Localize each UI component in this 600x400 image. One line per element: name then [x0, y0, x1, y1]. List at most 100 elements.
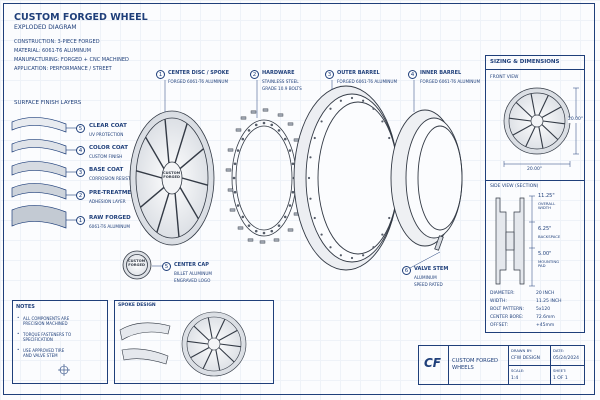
- sheet-border: [3, 3, 595, 395]
- front-width: 20.00": [527, 167, 542, 172]
- notes-heading: NOTES: [16, 304, 35, 310]
- side-mounting: 5.00": [538, 251, 552, 257]
- layer-desc: CORROSION RESISTANT: [89, 176, 139, 181]
- sheet-label: SHEET:: [553, 368, 567, 373]
- note-item: USE APPROVED TIRE AND VALVE STEM: [23, 348, 65, 358]
- divider: [508, 345, 509, 385]
- company-logo: CF: [424, 356, 442, 370]
- drawn-by: CFW DESIGN: [511, 356, 540, 361]
- bullet: •: [17, 315, 20, 320]
- part-name: VALVE STEM: [414, 266, 449, 272]
- layer-number: 3: [76, 168, 85, 177]
- surface-heading: SURFACE FINISH LAYERS: [14, 100, 82, 106]
- part-desc: ALUMINUM: [414, 275, 437, 280]
- spec-value: 72.6mm: [536, 315, 555, 320]
- part-name: OUTER BARREL: [337, 70, 380, 76]
- layer-name: PRE-TREATMENT: [89, 190, 140, 196]
- part-name: CENTER CAP: [174, 262, 209, 268]
- spec-line: APPLICATION: PERFORMANCE / STREET: [14, 66, 112, 72]
- notes-panel: [12, 300, 108, 384]
- date: 05/24/2024: [553, 356, 579, 361]
- sheet-number: 1 OF 1: [553, 376, 568, 381]
- cap-logo-text: CUSTOM FORGED: [128, 259, 146, 267]
- spec-key: WIDTH:: [490, 299, 507, 304]
- spec-key: OFFSET:: [490, 323, 509, 328]
- divider: [448, 345, 449, 385]
- spec-value: 20 INCH: [536, 291, 555, 296]
- spec-line: MATERIAL: 6061-T6 ALUMINUM: [14, 48, 92, 54]
- layer-name: COLOR COAT: [89, 145, 128, 151]
- main-title: CUSTOM FORGED WHEEL: [14, 12, 148, 23]
- spoke-design-panel: [114, 300, 274, 384]
- part-name: INNER BARREL: [420, 70, 462, 76]
- note-item: ALL COMPONENTS ARE PRECISION MACHINED: [23, 316, 70, 326]
- divider: [485, 180, 585, 181]
- divider: [550, 365, 585, 366]
- scale: 1:4: [511, 376, 519, 381]
- bullet: •: [17, 347, 20, 352]
- company-name: CUSTOM FORGED WHEELS: [452, 358, 499, 371]
- layer-desc: ADHESION LAYER: [89, 199, 126, 204]
- spec-line: MANUFACTURING: FORGED + CNC MACHINED: [14, 57, 129, 63]
- part-desc: SPEED RATED: [414, 282, 443, 287]
- side-backspace: 6.25": [538, 226, 552, 232]
- drawn-by-label: DRAWN BY:: [511, 348, 533, 353]
- spec-key: CENTER BORE:: [490, 315, 524, 320]
- side-view-label: SIDE VIEW (SECTION): [490, 184, 539, 189]
- part-desc: STAINLESS STEEL: [262, 79, 299, 84]
- center-disc: [129, 110, 215, 246]
- layer-desc: UV PROTECTION: [89, 132, 124, 137]
- spec-line: CONSTRUCTION: 3-PIECE FORGED: [14, 39, 100, 45]
- part-number: 2: [250, 70, 259, 79]
- divider: [508, 365, 550, 366]
- front-view-label: FRONT VIEW: [490, 75, 519, 80]
- divider: [485, 69, 585, 70]
- part-number: 1: [156, 70, 165, 79]
- part-number: 3: [325, 70, 334, 79]
- layer-number: 4: [76, 146, 85, 155]
- spec-key: DIAMETER:: [490, 291, 515, 296]
- spec-key: BOLT PATTERN:: [490, 307, 525, 312]
- note-item: TORQUE FASTENERS TO SPECIFICATION: [23, 332, 72, 342]
- part-number: 6: [402, 266, 411, 275]
- side-overall: 11.25": [538, 193, 555, 199]
- spec-value: 11.25 INCH: [536, 299, 562, 304]
- layer-name: RAW FORGED: [89, 215, 131, 221]
- spec-value: +45mm: [536, 323, 555, 328]
- layer-number: 5: [76, 124, 85, 133]
- part-desc: BILLET ALUMINUM: [174, 271, 213, 276]
- spoke-design-heading: SPOKE DESIGN: [118, 303, 156, 308]
- divider: [550, 345, 551, 385]
- part-desc: FORGED 6061-T6 ALUMINUM: [168, 79, 229, 84]
- front-height: 20.00": [568, 117, 583, 123]
- side-mounting-label: MOUNTING PAD: [538, 259, 560, 269]
- dimensions-heading: SIZING & DIMENSIONS: [490, 59, 560, 65]
- spec-value: 5x120: [536, 307, 551, 312]
- outer-barrel: [293, 85, 399, 271]
- layer-desc: 6061-T6 ALUMINUM: [89, 224, 131, 229]
- layer-name: CLEAR COAT: [89, 123, 127, 129]
- layer-number: 1: [76, 216, 85, 225]
- part-name: CENTER DISC / SPOKE: [168, 70, 230, 76]
- dimensions-panel: [485, 55, 585, 333]
- scale-label: SCALE:: [511, 368, 525, 373]
- part-number: 4: [408, 70, 417, 79]
- part-desc: FORGED 6061-T6 ALUMINUM: [337, 79, 398, 84]
- sub-title: EXPLODED DIAGRAM: [14, 24, 77, 31]
- bullet: •: [17, 331, 20, 336]
- side-backspace-label: BACKSPACE: [538, 234, 561, 239]
- part-desc: GRADE 10.9 BOLTS: [262, 86, 302, 91]
- layer-desc: CUSTOM FINISH: [89, 154, 123, 159]
- part-desc: ENGRAVED LOGO: [174, 278, 211, 283]
- layer-name: BASE COAT: [89, 167, 124, 173]
- hub-logo-text: CUSTOM FORGED: [163, 171, 181, 179]
- inner-barrel: [390, 109, 463, 247]
- side-overall-label: OVERALL WIDTH: [538, 201, 556, 211]
